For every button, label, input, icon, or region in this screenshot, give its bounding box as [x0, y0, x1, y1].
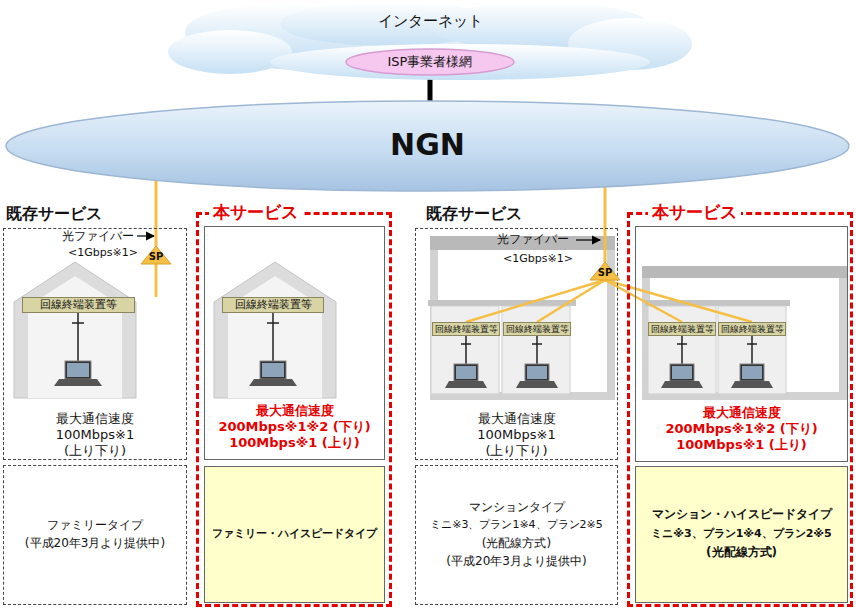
line-terminal: 回線終端装置等 [718, 322, 786, 336]
fiber-label: <1Gbps※1> [68, 246, 138, 260]
splitter: SP [590, 262, 620, 280]
node-text: 最大通信速度 [636, 405, 847, 421]
node-text: SP [141, 251, 171, 263]
section-heading: 既存サービス [426, 204, 522, 225]
section-heading: 本サービス [209, 201, 302, 224]
text-group: 最大通信速度200Mbps※1※2 (下り)100Mbps※1 (上り) [636, 405, 847, 453]
internet-cloud: インターネット ISP事業者様網 [160, 0, 700, 80]
line-terminal: 回線終端装置等 [648, 322, 716, 336]
node-text: (上り下り) [4, 443, 186, 459]
text-group: ファミリータイプ(平成20年3月より提供中) [4, 516, 186, 552]
text-group: マンション・ハイスピードタイプミニ※3、プラン1※4、プラン2※5(光配線方式) [636, 505, 847, 562]
node-text: 100Mbps※1 (上り) [205, 435, 384, 451]
node-text: 100Mbps※1 [4, 427, 186, 443]
node-text: マンション・ハイスピードタイプ [636, 505, 847, 524]
node-text: 回線終端装置等 [504, 323, 570, 335]
node-text: (上り下り) [416, 443, 617, 459]
speed-box: 最大通信速度200Mbps※1※2 (下り)100Mbps※1 (上り) 回線終端… [204, 226, 385, 460]
new-plan-box: ファミリー・ハイスピードタイプ [204, 466, 385, 603]
node-text: 回線終端装置等 [223, 298, 323, 312]
node-text: ファミリータイプ [4, 516, 186, 534]
node-text: インターネット [160, 12, 700, 31]
line-terminal: 回線終端装置等 [222, 297, 324, 313]
node-text: (平成20年3月より提供中) [4, 534, 186, 552]
text-group: ファミリー・ハイスピードタイプ [205, 525, 384, 543]
node-text: (光配線方式) [416, 534, 617, 552]
splitter: SP [141, 246, 171, 264]
text-group: SP [590, 267, 620, 279]
node-text: ファミリー・ハイスピードタイプ [205, 525, 384, 543]
line-terminal: 回線終端装置等 [432, 322, 500, 336]
section-heading: 本サービス [648, 201, 741, 224]
node-text: (平成20年3月より提供中) [416, 552, 617, 570]
speed-box: 最大通信速度200Mbps※1※2 (下り)100Mbps※1 (上り) 回線終端… [635, 226, 848, 462]
plan-box: ファミリータイプ(平成20年3月より提供中) [3, 465, 187, 605]
connector-line [605, 280, 682, 322]
connector-line [155, 264, 158, 297]
plan-box: マンションタイプミニ※3、プラン1※4、プラン2※5(光配線方式)(平成20年3… [415, 465, 618, 605]
node-text: 最大通信速度 [416, 411, 617, 427]
fiber-label: 光ファイバー [497, 232, 569, 246]
node-text: マンションタイプ [416, 498, 617, 516]
isp-network: ISP事業者様網 [345, 48, 515, 76]
fiber-label: <1Gbps※1> [503, 252, 573, 266]
ngn-network: NGN [5, 100, 850, 192]
node-text: 100Mbps※1 (上り) [636, 437, 847, 453]
node-text: (光配線方式) [636, 543, 847, 562]
text-group: 最大通信速度100Mbps※1(上り下り) [4, 411, 186, 459]
node-text: 回線終端装置等 [649, 323, 715, 335]
node-text: ISP事業者様網 [345, 54, 515, 70]
section-heading: 既存サービス [6, 204, 102, 225]
line-terminal: 回線終端装置等 [22, 297, 135, 313]
text-group: NGN [5, 126, 850, 164]
node-text: 200Mbps※1※2 (下り) [636, 421, 847, 437]
connector-line [537, 280, 605, 322]
new-plan-box: マンション・ハイスピードタイプミニ※3、プラン1※4、プラン2※5(光配線方式) [635, 466, 848, 603]
text-group: インターネット [160, 12, 700, 31]
connector-line [604, 187, 607, 262]
node-text: 最大通信速度 [4, 411, 186, 427]
text-group: 最大通信速度100Mbps※1(上り下り) [416, 411, 617, 459]
connector-line [155, 180, 158, 246]
text-group: 最大通信速度200Mbps※1※2 (下り)100Mbps※1 (上り) [205, 403, 384, 451]
node-text: 100Mbps※1 [416, 427, 617, 443]
connector-line [466, 280, 605, 322]
line-terminal: 回線終端装置等 [503, 322, 571, 336]
text-group: SP [141, 251, 171, 263]
fiber-label: 光ファイバー [62, 229, 134, 243]
new-service-box: 本サービス最大通信速度200Mbps※1※2 (下り)100Mbps※1 (上り… [627, 212, 853, 607]
node-text: NGN [5, 126, 850, 164]
node-text: 最大通信速度 [205, 403, 384, 419]
text-group: ISP事業者様網 [345, 54, 515, 70]
text-group: マンションタイプミニ※3、プラン1※4、プラン2※5(光配線方式)(平成20年3… [416, 498, 617, 570]
new-service-box: 本サービス最大通信速度200Mbps※1※2 (下り)100Mbps※1 (上り… [196, 212, 392, 607]
node-text: 200Mbps※1※2 (下り) [205, 419, 384, 435]
node-text: SP [590, 267, 620, 279]
node-text: 回線終端装置等 [23, 298, 134, 312]
connector-line [155, 264, 158, 297]
node-text: 回線終端装置等 [433, 323, 499, 335]
node-text: ミニ※3、プラン1※4、プラン2※5 [636, 524, 847, 543]
node-text: ミニ※3、プラン1※4、プラン2※5 [416, 516, 617, 534]
node-text: 回線終端装置等 [719, 323, 785, 335]
